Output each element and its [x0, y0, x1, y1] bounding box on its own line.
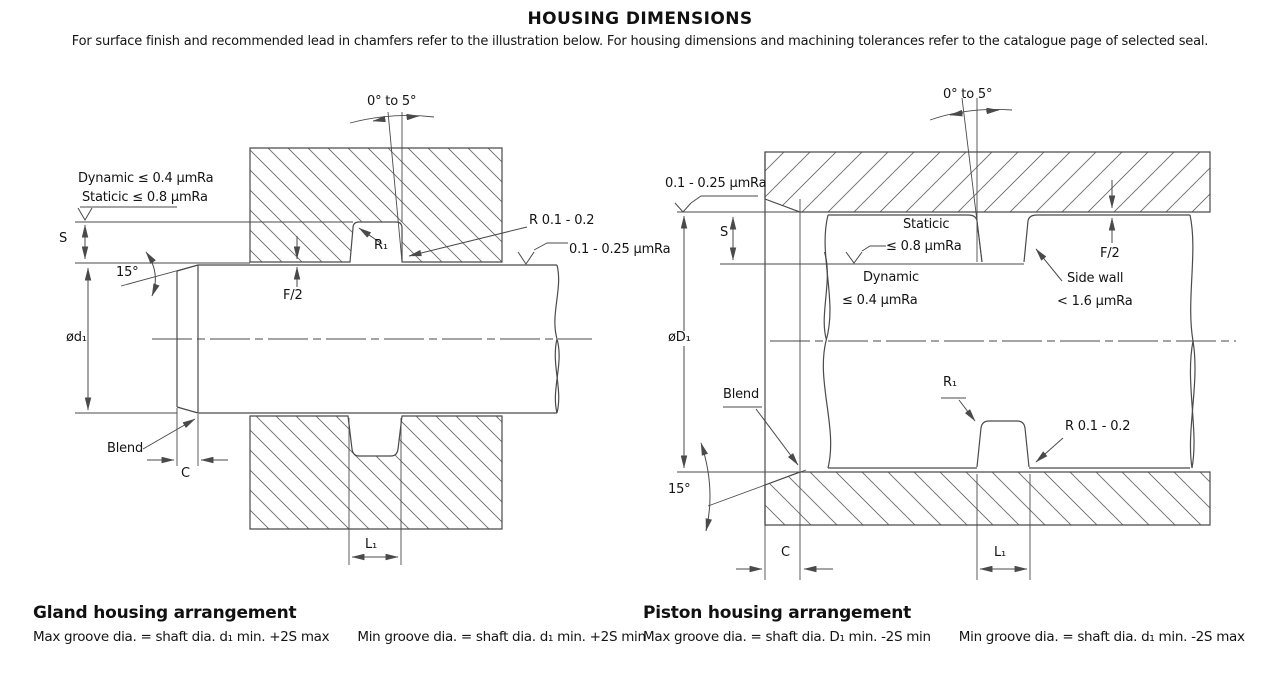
label-bore-diameter: øD₁	[666, 330, 693, 346]
surface-finish-icon	[77, 207, 93, 221]
label-groove-radius-r1: R₁	[374, 238, 388, 253]
gland-extension-lines	[75, 111, 568, 565]
piston-formula-max: Max groove dia. = shaft dia. D₁ min. -2S…	[643, 629, 931, 645]
piston-cylinder-upper-wall	[764, 151, 1211, 213]
label-shaft-diameter: ød₁	[66, 330, 87, 345]
gland-housing-lower-block	[249, 415, 503, 530]
gland-formula-max: Max groove dia. = shaft dia. d₁ min. +2S…	[33, 629, 330, 645]
label-groove-depth-s: S	[59, 231, 68, 246]
piston-cylinder-lower-wall	[764, 471, 1211, 526]
page-subtitle: For surface finish and recommended lead …	[71, 34, 1209, 49]
surface-finish-icon	[674, 202, 692, 213]
gland-drawing	[75, 111, 592, 565]
label-chamfer-angle: 15°	[116, 265, 139, 280]
label-blend: Blend	[723, 387, 760, 402]
label-groove-length-l1: L₁	[994, 545, 1007, 560]
gland-housing-upper-block	[249, 147, 503, 263]
label-sidewall-value: < 1.6 µmRa	[1057, 294, 1133, 309]
label-dynamic-finish: Dynamic ≤ 0.4 µmRa	[78, 171, 214, 186]
label-groove-radius-r1: R₁	[943, 375, 957, 390]
label-static-finish: Staticic ≤ 0.8 µmRa	[82, 190, 208, 205]
surface-finish-icon	[845, 251, 863, 264]
label-groove-length-l1: L₁	[365, 537, 378, 552]
label-groove-depth-s: S	[720, 225, 729, 240]
piston-formula-min: Min groove dia. = shaft dia. d₁ min. -2S…	[958, 629, 1245, 645]
piston-drawing	[674, 97, 1236, 580]
gland-formula-min: Min groove dia. = shaft dia. d₁ min. +2S…	[357, 629, 646, 645]
piston-dimension-arrows	[680, 107, 1116, 573]
label-bore-finish: 0.1 - 0.25 µmRa	[665, 176, 767, 191]
label-sidewall: Side wall	[1067, 271, 1124, 286]
gland-formulas: Max groove dia. = shaft dia. d₁ min. +2S…	[33, 629, 674, 645]
label-chamfer-length-c: C	[781, 545, 790, 560]
label-groove-angle: 0° to 5°	[367, 94, 417, 109]
label-corner-radius: R 0.1 - 0.2	[529, 213, 595, 228]
piston-body	[822, 214, 1196, 469]
label-dynamic-value: ≤ 0.4 µmRa	[842, 293, 918, 308]
label-blend: Blend	[107, 441, 144, 456]
piston-extension-lines	[677, 97, 1031, 580]
piston-heading: Piston housing arrangement	[643, 603, 912, 623]
label-chamfer-length-c: C	[181, 466, 190, 481]
label-groove-angle: 0° to 5°	[943, 87, 993, 102]
label-static-finish: Staticic	[903, 217, 950, 232]
page-title: HOUSING DIMENSIONS	[527, 9, 753, 29]
piston-formulas: Max groove dia. = shaft dia. D₁ min. -2S…	[643, 629, 1273, 645]
label-f2: F/2	[283, 288, 303, 303]
label-shaft-finish: 0.1 - 0.25 µmRa	[569, 242, 671, 257]
label-static-value: ≤ 0.8 µmRa	[886, 239, 962, 254]
label-corner-radius: R 0.1 - 0.2	[1065, 419, 1131, 434]
label-f2: F/2	[1100, 246, 1120, 261]
gland-heading: Gland housing arrangement	[33, 603, 297, 623]
gland-dimension-arrows	[81, 113, 528, 561]
surface-finish-icon	[517, 251, 535, 265]
label-chamfer-angle: 15°	[668, 482, 691, 497]
label-dynamic-finish: Dynamic	[863, 270, 919, 285]
